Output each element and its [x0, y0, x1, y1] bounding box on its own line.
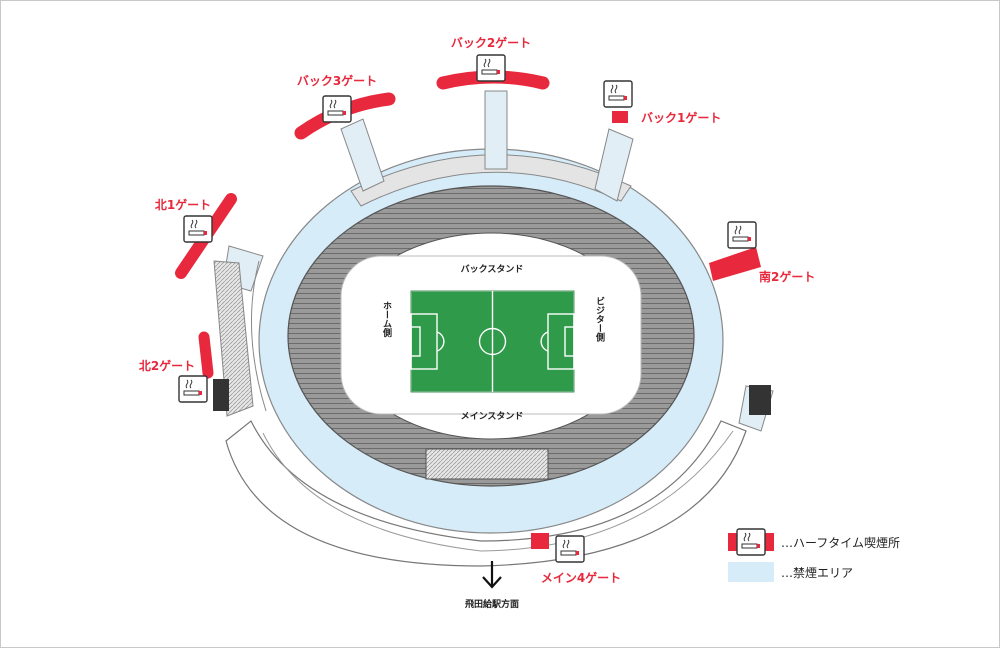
main-side-concourse: [225, 420, 747, 567]
north2-gate-zone: [198, 331, 214, 379]
main4-gate-zone: [531, 533, 549, 549]
back1-smoking-icon: [603, 80, 633, 108]
legend-red-swatch: [728, 533, 738, 551]
back-roof: [350, 154, 632, 207]
back-stand-label: バックスタンド: [461, 263, 524, 275]
legend-smoking-label: …ハーフタイム喫煙所: [781, 536, 900, 550]
south2-gate-label: 南2ゲート: [759, 269, 815, 284]
legend-blue-swatch: [728, 562, 774, 582]
north2-smoking-icon: [178, 375, 208, 403]
legend-smoking-icon: [736, 528, 766, 556]
station-direction-label: 飛田給駅方面: [464, 598, 519, 610]
back1-gate-label: バック1ゲート: [641, 110, 721, 125]
north2-gate-label: 北2ゲート: [139, 358, 195, 373]
home-side-label: ホーム側: [381, 301, 393, 338]
east-stair: [749, 385, 771, 415]
back3-gate-label: バック3ゲート: [297, 73, 377, 88]
main-stand-label: メインスタンド: [461, 410, 524, 422]
legend: …ハーフタイム喫煙所 …禁煙エリア: [728, 528, 900, 582]
north-west-structure: [213, 260, 254, 417]
south2-gate-zone: [709, 247, 761, 281]
main-stand-box: [425, 448, 549, 480]
north2-stair: [213, 379, 229, 411]
south2-smoking-icon: [727, 221, 757, 249]
back1-gate-zone: [612, 111, 628, 123]
legend-no-smoking-label: …禁煙エリア: [781, 566, 853, 580]
north1-smoking-icon: [183, 215, 213, 243]
visitor-side-label: ビジター側: [594, 295, 606, 342]
back2-gate-label: バック2ゲート: [451, 35, 531, 50]
north1-gate-label: 北1ゲート: [155, 197, 211, 212]
down-arrow-icon: [482, 561, 502, 589]
back2-smoking-icon: [476, 54, 506, 82]
main4-gate-label: メイン4ゲート: [541, 570, 621, 585]
soccer-pitch: [410, 290, 575, 393]
back3-smoking-icon: [322, 95, 352, 123]
main4-smoking-icon: [555, 535, 585, 563]
